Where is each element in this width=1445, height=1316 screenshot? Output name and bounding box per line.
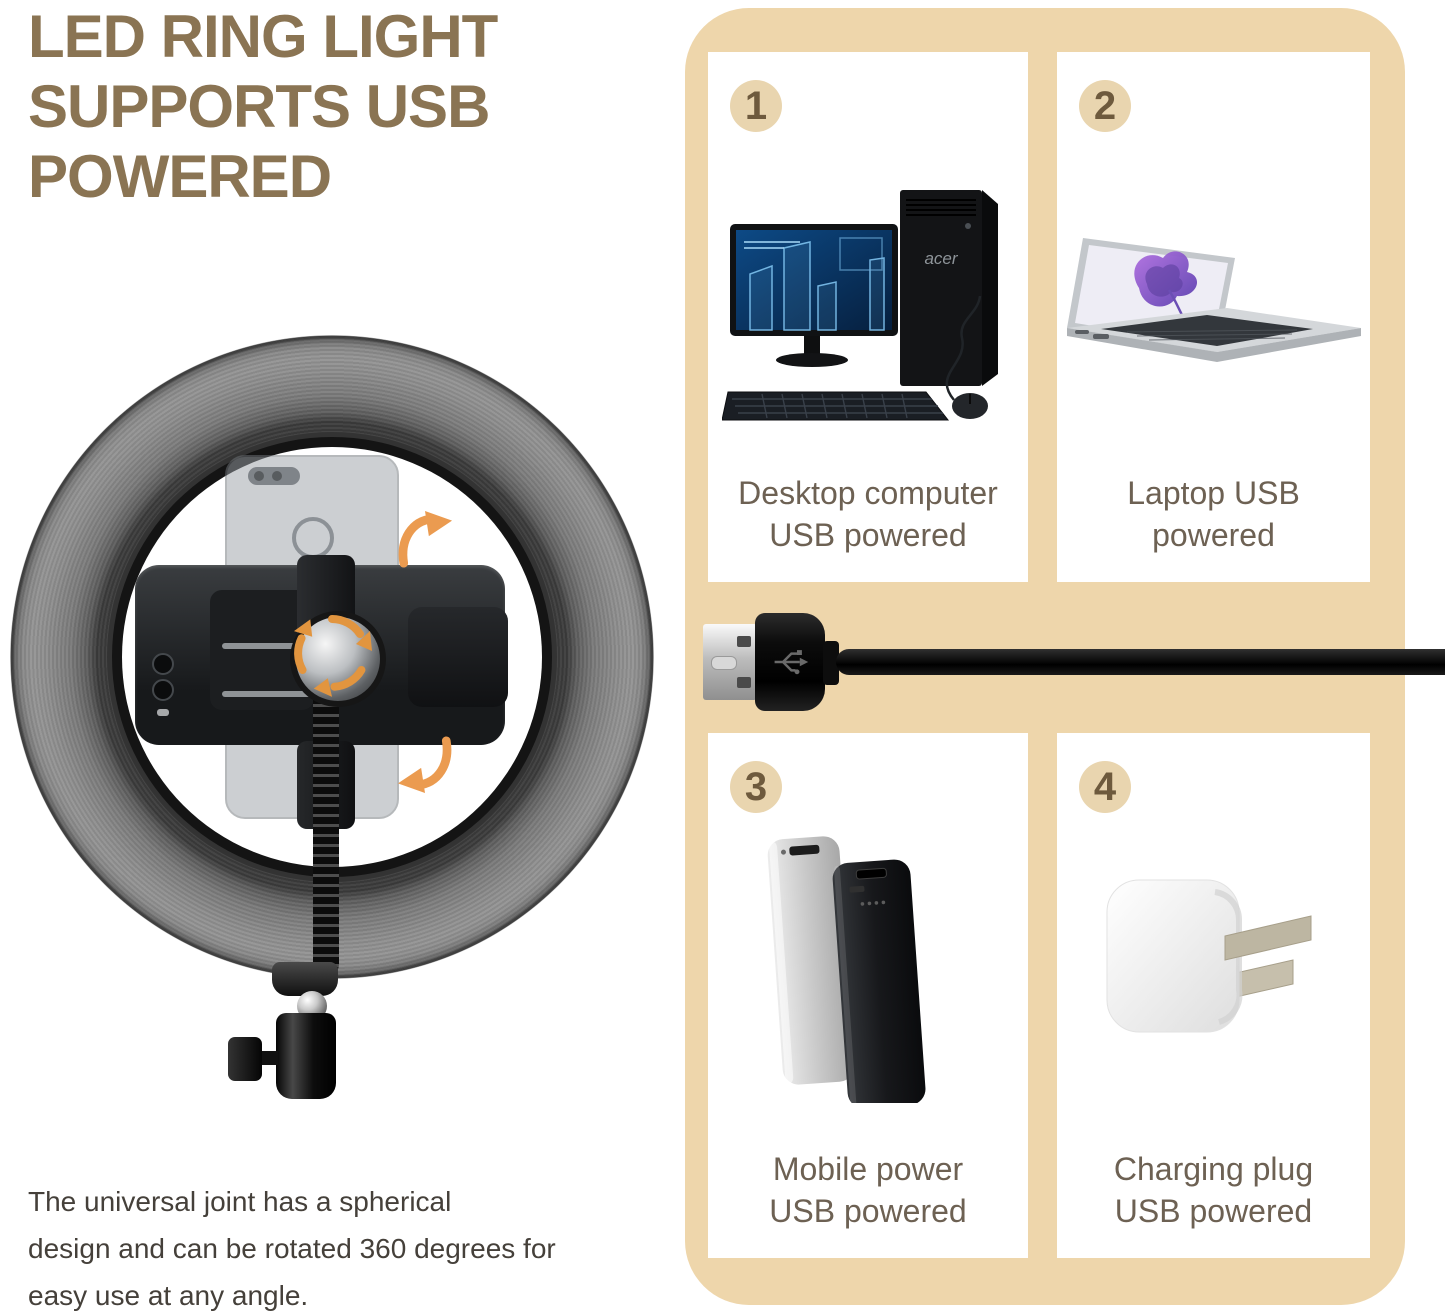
step-number-badge: 1	[730, 80, 782, 132]
product-description: The universal joint has a spherical desi…	[28, 1186, 556, 1311]
usb-connector-hole	[737, 677, 751, 688]
usb-connector-slot	[711, 656, 737, 670]
card-caption: Laptop USB powered	[1127, 475, 1300, 553]
ball-head-knob-stem	[258, 1051, 278, 1065]
fingerprint-sensor-icon	[292, 517, 334, 559]
camera-flash-icon	[157, 709, 169, 716]
card-caption: Mobile power USB powered	[769, 1151, 967, 1229]
page-title: LED RING LIGHT SUPPORTS USB POWERED	[28, 3, 498, 210]
laptop-photo	[1067, 238, 1361, 362]
step-number: 4	[1093, 764, 1117, 809]
camera-lens-icon	[254, 471, 264, 481]
card-power-bank: 3	[708, 733, 1028, 1258]
camera-lens-icon	[272, 471, 282, 481]
card-caption: Desktop computer USB powered	[738, 475, 998, 553]
rotate-360-icon	[293, 615, 372, 697]
ball-head-body	[276, 1013, 336, 1099]
card-charging-plug: 4 Charging plug USB powered	[1057, 733, 1370, 1258]
step-number: 3	[744, 764, 768, 809]
desktop-computer-photo: acer	[722, 190, 998, 421]
usb-connector-metal	[703, 624, 757, 700]
usb-connector-body	[755, 613, 825, 711]
phone-clamp-right-jaw	[408, 607, 508, 707]
card-caption: Charging plug USB powered	[1113, 1151, 1314, 1229]
rotation-arrow-icon	[398, 511, 453, 568]
phone-camera-icon	[248, 467, 300, 485]
usb-trident-icon	[774, 650, 809, 675]
usb-charging-plug-photo	[1106, 879, 1312, 1033]
card-laptop: 2 Laptop USB powered	[1057, 52, 1370, 582]
step-number-badge: 3	[730, 761, 782, 813]
gooseneck-arm	[313, 687, 339, 977]
ring-light-photo	[10, 335, 654, 1115]
step-number: 1	[744, 83, 768, 128]
rotation-arrow-icon	[397, 736, 452, 793]
ball-head-lock-knob	[228, 1037, 262, 1081]
usb-strain-relief	[823, 641, 839, 685]
svg-text:acer: acer	[924, 249, 958, 268]
camera-lens-icon	[152, 653, 174, 675]
step-number-badge: 4	[1079, 761, 1131, 813]
clamp-rail	[222, 691, 342, 697]
step-number-badge: 2	[1079, 80, 1131, 132]
ball-head-flange	[272, 962, 338, 996]
clamp-rail	[222, 643, 342, 649]
step-number: 2	[1093, 83, 1117, 128]
camera-lens-icon	[152, 679, 174, 701]
power-banks-photo	[767, 836, 926, 1103]
card-desktop-computer: 1 acer	[708, 52, 1028, 582]
usb-connector-hole	[737, 636, 751, 647]
usb-cable-wire	[836, 649, 1445, 675]
